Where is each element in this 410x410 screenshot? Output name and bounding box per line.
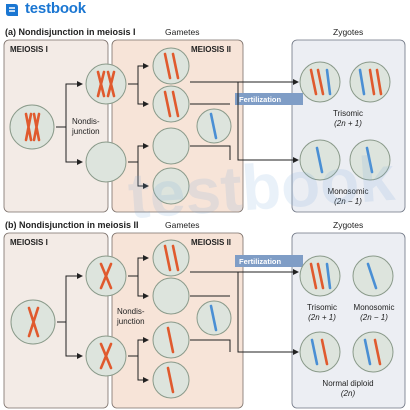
panel-b-gamete-2 xyxy=(152,277,190,315)
panel-a-arrow-m1-bottom xyxy=(65,127,83,165)
panel-a-arrow-m1-top xyxy=(56,81,83,128)
panel-a: (a) Nondisjunction in meiosis I Gametes … xyxy=(3,27,406,213)
panel-b-trisomic-zygote xyxy=(299,255,341,297)
panel-b-fertilization-box xyxy=(235,255,303,267)
panel-a-arrow-m2-4 xyxy=(137,162,149,189)
panel-a-title: (a) Nondisjunction in meiosis I xyxy=(5,27,136,37)
panel-b-monosomic-label: Monosomic xyxy=(354,303,395,312)
panel-b-meiosis2-label: MEIOSIS II xyxy=(191,238,231,247)
panel-a-zygotes-label: Zygotes xyxy=(333,27,363,37)
panel-a-gamete-1 xyxy=(152,47,190,85)
panel-b-fert-line-4 xyxy=(190,339,231,352)
panel-a-meiosis1-label: MEIOSIS I xyxy=(10,45,48,54)
panel-a-trisomic-zygote-1 xyxy=(299,61,341,103)
panel-b-daughter-cell-bottom xyxy=(85,335,127,377)
panel-a-daughter-cell-top xyxy=(85,63,127,105)
panel-a-trisomic-formula: (2n + 1) xyxy=(334,119,362,128)
panel-b-nondisjunction-label-2: junction xyxy=(116,317,145,326)
panel-b-arrow-m2-2 xyxy=(137,276,149,299)
panel-b-gamete-4 xyxy=(152,361,190,399)
panel-a-gamete-2 xyxy=(152,85,190,123)
panel-b-arrow-m1-bottom xyxy=(65,322,83,359)
panel-b-gamete-3 xyxy=(152,321,190,359)
panel-b-trisomic-formula: (2n + 1) xyxy=(308,313,336,322)
panel-b-normal-label: Normal diploid xyxy=(322,379,373,388)
panel-b-title: (b) Nondisjunction in meiosis II xyxy=(5,220,139,230)
testbook-logo-icon xyxy=(6,4,18,16)
panel-b: (b) Nondisjunction in meiosis II Gametes… xyxy=(3,220,406,409)
panel-a-sperm-cell xyxy=(196,108,232,144)
panel-b-gamete-1 xyxy=(152,239,190,277)
panel-a-gamete-4 xyxy=(152,167,190,205)
panel-a-trisomic-zygote-2 xyxy=(349,61,391,103)
panel-b-arrow-m2-3 xyxy=(128,337,149,357)
panel-a-arrow-m2-2 xyxy=(137,84,149,107)
panel-a-fertilization-box xyxy=(235,93,303,105)
panel-b-monosomic-formula: (2n − 1) xyxy=(360,313,388,322)
panel-a-nondisjunction-label-1: Nondis- xyxy=(72,117,100,126)
panel-b-fertilization-label: Fertilization xyxy=(239,257,282,266)
panel-a-gametes-label: Gametes xyxy=(165,27,200,37)
panel-a-fertilization-label: Fertilization xyxy=(239,95,282,104)
panel-b-trisomic-label: Trisomic xyxy=(307,303,337,312)
panel-b-zygotes-label: Zygotes xyxy=(333,220,363,230)
panel-b-arrow-m2-4 xyxy=(137,356,149,383)
panel-b-arrow-m2-1 xyxy=(128,255,149,277)
panel-a-monosomic-zygote-2 xyxy=(349,139,391,181)
panel-b-fert-line-2 xyxy=(237,272,299,355)
panel-b-monosomic-zygote xyxy=(352,255,394,297)
panel-b-daughter-cell-top xyxy=(85,255,127,297)
panel-b-arrow-m1-top xyxy=(57,273,83,323)
panel-a-parent-cell xyxy=(9,104,55,150)
panel-b-normal-zygote-2 xyxy=(352,331,394,373)
panel-b-parent-cell xyxy=(10,299,56,345)
panel-a-meiosis2-label: MEIOSIS II xyxy=(191,45,231,54)
panel-a-trisomic-label: Trisomic xyxy=(333,109,363,118)
panel-a-arrow-m2-1 xyxy=(128,63,149,85)
panel-a-daughter-cell-bottom xyxy=(85,141,127,183)
panel-a-meiosis2-box xyxy=(111,39,244,213)
panel-a-gamete-3 xyxy=(152,127,190,165)
brand-logo: testbook xyxy=(3,0,103,19)
brand-name: testbook xyxy=(25,0,86,17)
panel-a-arrow-m2-3 xyxy=(128,143,149,163)
panel-b-gametes-label: Gametes xyxy=(165,220,200,230)
panel-a-monosomic-label: Monosomic xyxy=(328,187,369,196)
panel-a-nondisjunction-label-2: junction xyxy=(71,127,100,136)
panel-a-monosomic-zygote-1 xyxy=(299,139,341,181)
panel-b-nondisjunction-label-1: Nondis- xyxy=(117,307,145,316)
panel-a-monosomic-formula: (2n − 1) xyxy=(334,197,362,206)
panel-a-fert-line-4 xyxy=(190,145,231,160)
panel-b-normal-zygote-1 xyxy=(299,331,341,373)
panel-b-normal-formula: (2n) xyxy=(341,389,356,398)
panel-b-meiosis1-label: MEIOSIS I xyxy=(10,238,48,247)
panel-a-fert-line-2 xyxy=(237,82,299,163)
panel-b-sperm-cell xyxy=(196,300,232,336)
panel-b-meiosis2-box xyxy=(111,232,244,409)
